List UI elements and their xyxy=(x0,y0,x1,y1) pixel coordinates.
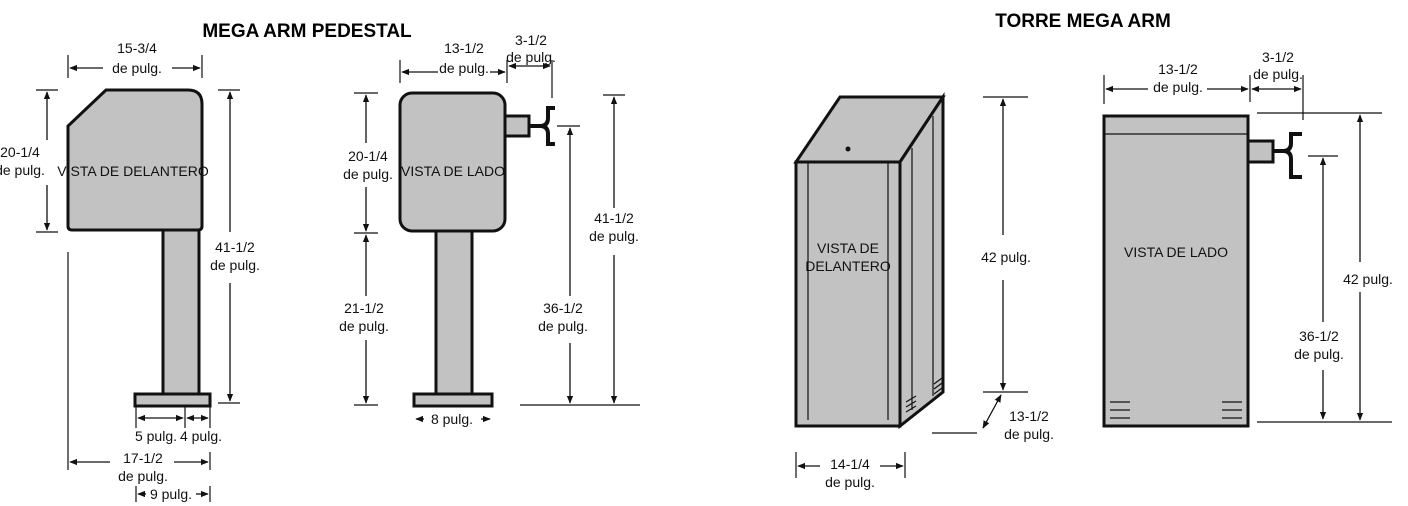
dim-base-width: 8 pulg. xyxy=(431,411,473,427)
dim-side-head-height: 20-1/4 xyxy=(348,148,388,164)
torre-front-label-1: VISTA DE xyxy=(817,240,879,256)
dim-head-height: 20-1/4 xyxy=(0,144,40,160)
side-base xyxy=(412,392,494,408)
dim-arm-height-unit: de pulg. xyxy=(538,318,588,334)
dim-side-total-height-unit: de pulg. xyxy=(589,228,639,244)
torre-arm-stub xyxy=(1246,139,1275,164)
dim-front-width: 15-3/4 xyxy=(117,40,157,56)
lock-icon xyxy=(845,146,851,152)
arm-fork xyxy=(530,106,555,146)
dim-post-offset: 9 pulg. xyxy=(150,486,192,502)
dim-side-depth-unit: de pulg. xyxy=(439,60,489,76)
dim-torre-side-width-unit: de pulg. xyxy=(1153,79,1203,95)
dim-torre-front-height: 42 pulg. xyxy=(981,249,1031,265)
dim-arm-depth-unit: de pulg. xyxy=(506,49,556,65)
dim-overall-width-unit: de pulg. xyxy=(118,468,168,484)
torre-side-face xyxy=(898,92,945,430)
dim-base-left: 5 pulg. xyxy=(135,428,177,444)
dim-torre-total-height: 42 pulg. xyxy=(1343,271,1393,287)
torre-front-dims: 42 pulg. 13-1/2 de pulg. 14-1/4 de pulg. xyxy=(795,96,1054,490)
pedestal-title: MEGA ARM PEDESTAL xyxy=(202,21,412,42)
pedestal-side-label: VISTA DE LADO xyxy=(401,163,505,179)
dim-side-total-height: 41-1/2 xyxy=(594,210,634,226)
dim-torre-front-depth: 13-1/2 xyxy=(1009,408,1049,424)
dim-torre-arm-depth-unit: de pulg. xyxy=(1253,66,1303,82)
dim-head-height-unit: de pulg. xyxy=(0,162,45,178)
side-head xyxy=(398,91,507,233)
torre-title: TORRE MEGA ARM xyxy=(995,11,1171,32)
pedestal-front-dims: 15-3/4 de pulg. 20-1/4 de pulg. 41-1/2 d… xyxy=(0,40,260,502)
dim-front-width-unit: de pulg. xyxy=(112,60,162,76)
torre-front-face xyxy=(794,160,902,428)
dim-total-height: 41-1/2 xyxy=(215,239,255,255)
dim-torre-arm-depth: 3-1/2 xyxy=(1262,49,1294,65)
dim-side-post-height: 21-1/2 xyxy=(344,300,384,316)
side-post xyxy=(434,226,474,400)
dim-side-head-height-unit: de pulg. xyxy=(343,166,393,182)
pedestal-base xyxy=(133,392,212,408)
torre-side-body xyxy=(1102,114,1250,428)
torre-front-view: VISTA DE DELANTERO xyxy=(793,92,946,430)
dim-torre-front-width: 14-1/4 xyxy=(830,456,870,472)
pedestal-front-view: VISTA DE DELANTERO xyxy=(57,88,212,408)
pedestal-side-dims: 13-1/2 de pulg. 3-1/2 de pulg. 20-1/4 de… xyxy=(339,32,640,427)
dim-torre-front-width-unit: de pulg. xyxy=(825,474,875,490)
torre-side-view: VISTA DE LADO xyxy=(1102,114,1302,428)
dim-overall-width: 17-1/2 xyxy=(123,450,163,466)
pedestal-front-label: VISTA DE DELANTERO xyxy=(57,163,209,179)
torre-front-label-2: DELANTERO xyxy=(805,258,891,274)
dim-base-right: 4 pulg. xyxy=(180,428,222,444)
dim-torre-front-depth-unit: de pulg. xyxy=(1004,426,1054,442)
pedestal-post xyxy=(161,226,201,400)
torre-arm-fork xyxy=(1274,132,1302,179)
dim-side-depth: 13-1/2 xyxy=(444,40,484,56)
dim-torre-arm-height: 36-1/2 xyxy=(1299,328,1339,344)
torre-side-dims: 13-1/2 de pulg. 3-1/2 de pulg. 36-1/2 de… xyxy=(1103,49,1393,423)
pedestal-side-view: VISTA DE LADO xyxy=(398,91,555,408)
dim-total-height-unit: de pulg. xyxy=(210,257,260,273)
dim-torre-arm-height-unit: de pulg. xyxy=(1294,346,1344,362)
pedestal-head xyxy=(66,88,204,232)
arm-stub xyxy=(501,114,531,138)
dim-side-post-height-unit: de pulg. xyxy=(339,318,389,334)
dim-arm-height: 36-1/2 xyxy=(543,300,583,316)
dim-arm-depth: 3-1/2 xyxy=(515,32,547,48)
dim-torre-side-width: 13-1/2 xyxy=(1158,61,1198,77)
torre-side-label: VISTA DE LADO xyxy=(1124,244,1228,260)
